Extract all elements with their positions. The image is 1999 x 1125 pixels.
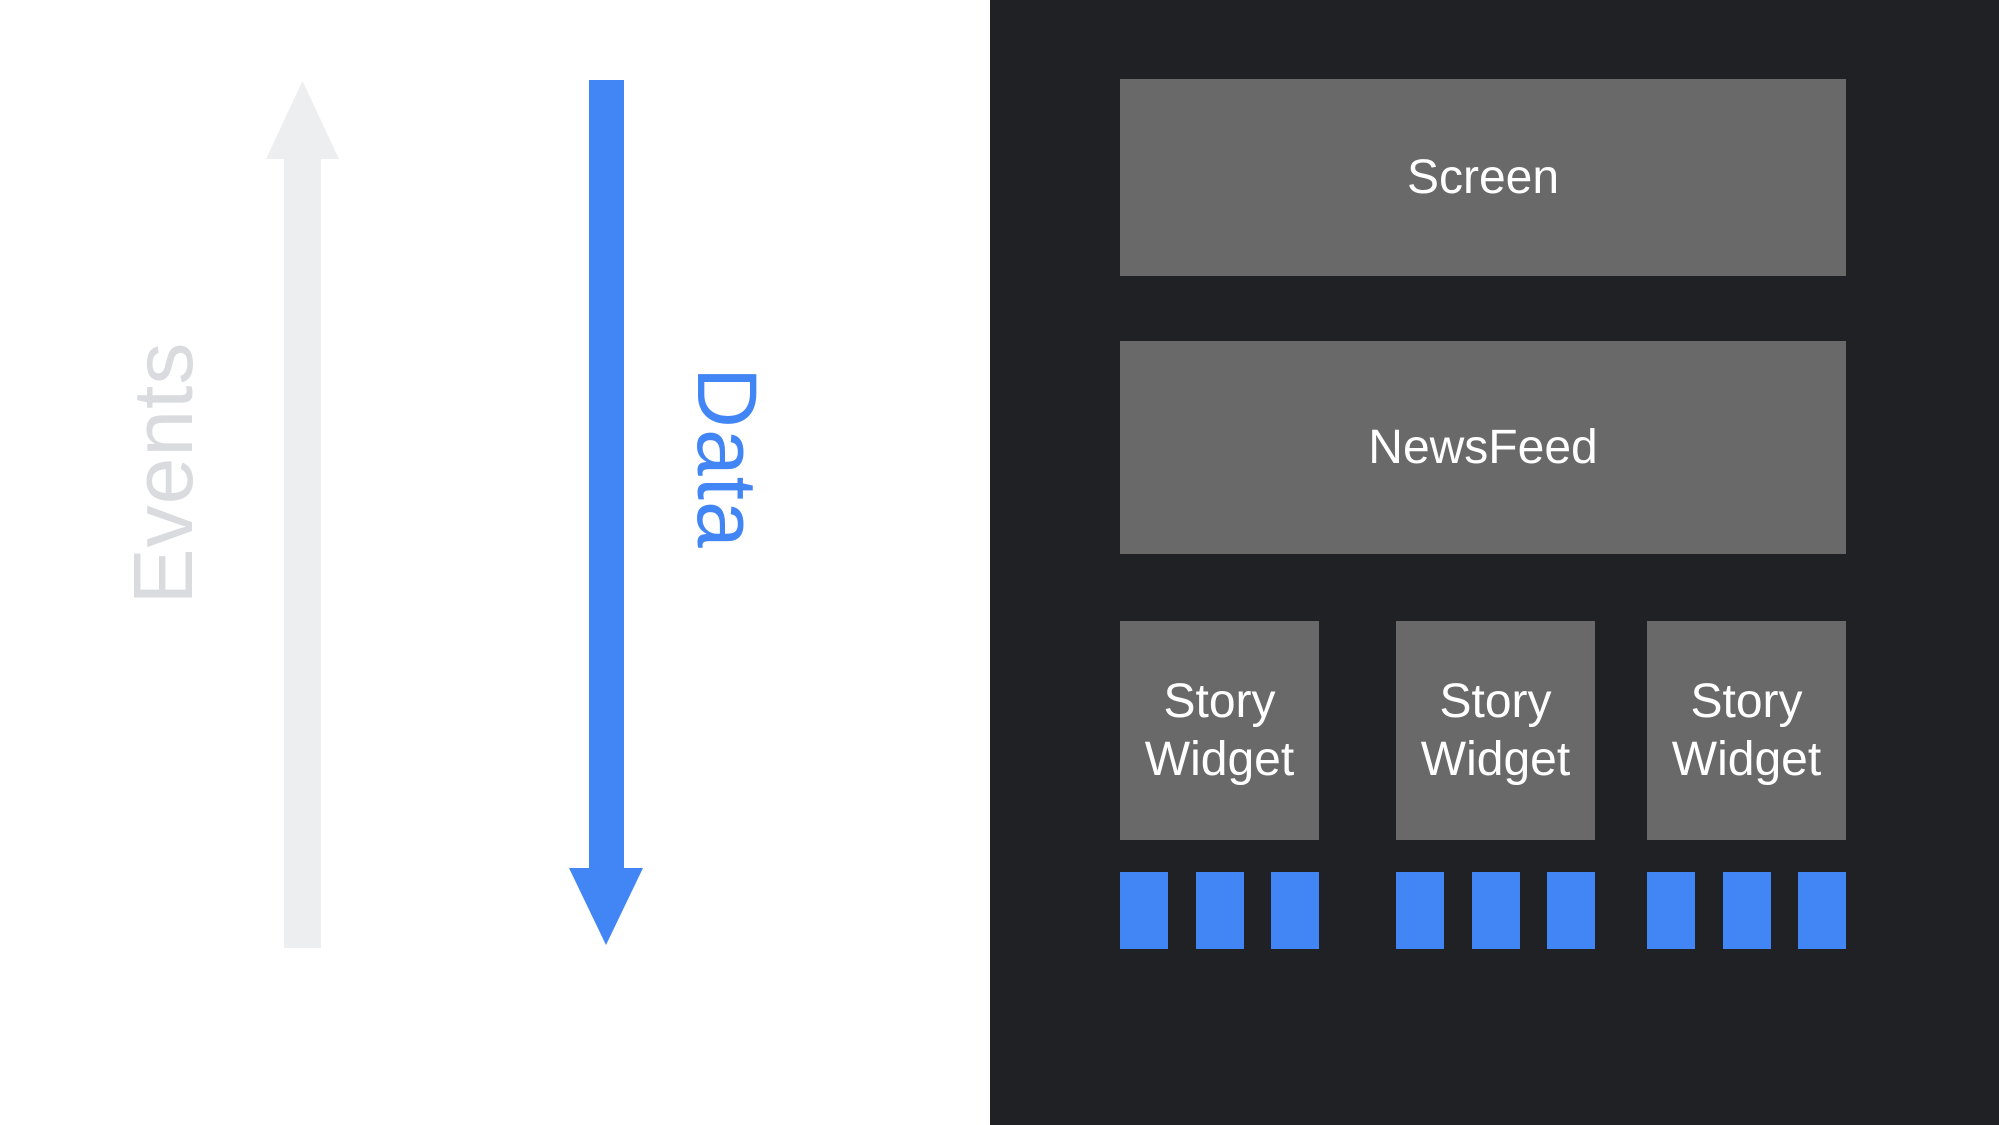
data-blocks-row [1120, 872, 1319, 949]
story-widget-box: Story Widget [1396, 621, 1595, 840]
data-block [1647, 872, 1695, 949]
data-blocks-row [1647, 872, 1846, 949]
screen-box-label: Screen [1406, 150, 1560, 204]
data-block [1722, 872, 1771, 949]
data-block [1798, 872, 1846, 949]
events-label: Events [116, 341, 210, 605]
data-block [1120, 872, 1168, 949]
story-widget-column: Story Widget [1396, 621, 1595, 949]
story-widget-box-label: Story Widget [1144, 674, 1295, 786]
data-blocks-row [1396, 872, 1595, 949]
story-widget-box-label: Story Widget [1671, 674, 1822, 786]
widget-tree-panel: Screen NewsFeed Story Widget Story Widge… [990, 0, 1999, 1125]
data-down-arrow-icon [569, 80, 643, 945]
story-widget-column: Story Widget [1120, 621, 1319, 949]
newsfeed-box-label: NewsFeed [1368, 420, 1598, 474]
events-data-flow-panel: Events Data [0, 0, 990, 1125]
data-block [1547, 872, 1595, 949]
story-widget-box: Story Widget [1647, 621, 1846, 840]
newsfeed-box: NewsFeed [1120, 341, 1846, 554]
story-widget-box: Story Widget [1120, 621, 1319, 840]
data-label: Data [680, 367, 774, 549]
screen-box: Screen [1120, 79, 1846, 276]
data-block [1271, 872, 1319, 949]
story-widget-box-label: Story Widget [1420, 674, 1571, 786]
story-widget-column: Story Widget [1647, 621, 1846, 949]
events-up-arrow-icon [266, 81, 339, 948]
data-block [1471, 872, 1520, 949]
data-block [1396, 872, 1444, 949]
data-block [1195, 872, 1244, 949]
